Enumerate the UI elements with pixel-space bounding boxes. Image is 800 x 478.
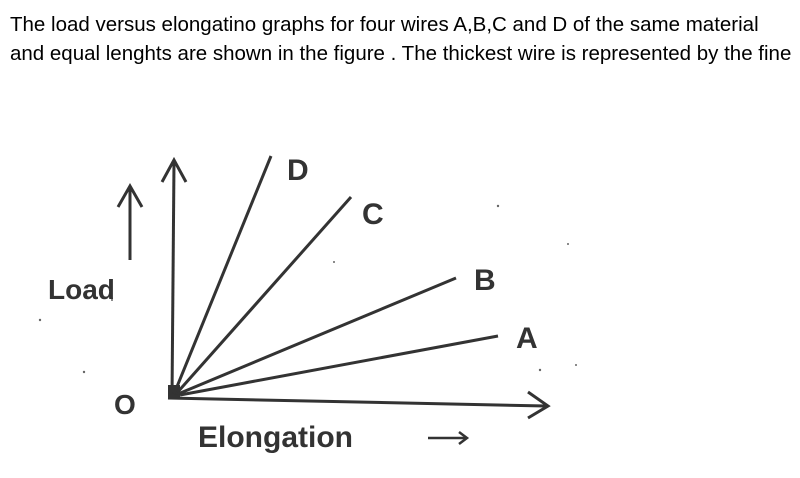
line-b-label: B <box>474 264 496 297</box>
elongation-right-arrow-icon <box>428 431 470 445</box>
question-text: The load versus elongatino graphs for fo… <box>10 13 792 65</box>
origin-label: O <box>114 389 136 420</box>
x-axis-label: Elongation <box>198 421 353 454</box>
line-a <box>179 334 499 397</box>
x-axis <box>167 390 551 420</box>
line-d <box>172 155 273 395</box>
scan-speckles <box>38 204 577 374</box>
line-a-label: A <box>516 322 538 355</box>
line-c <box>174 196 353 395</box>
y-axis-label: Load <box>48 274 115 305</box>
line-c-label: C <box>362 198 384 231</box>
line-d-label: D <box>287 154 309 187</box>
line-b <box>177 276 457 396</box>
y-axis <box>160 156 188 399</box>
load-up-arrow-icon <box>116 182 144 260</box>
